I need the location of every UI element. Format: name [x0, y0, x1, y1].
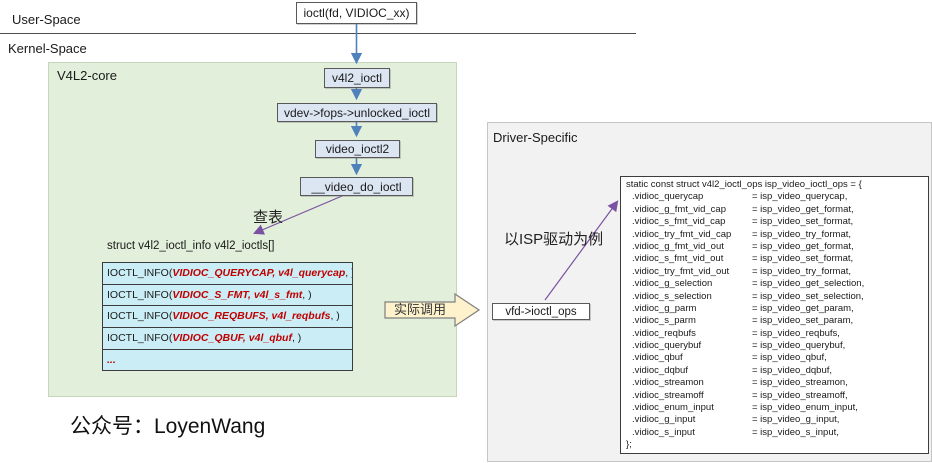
- code-line: .vidioc_try_fmt_vid_cap= isp_video_try_f…: [632, 228, 852, 240]
- unlocked-ioctl-node: vdev->fops->unlocked_ioctl: [277, 103, 437, 122]
- code-line: .vidioc_s_fmt_vid_cap= isp_video_set_for…: [632, 216, 854, 228]
- code-line: .vidioc_enum_input= isp_video_enum_input…: [632, 402, 858, 414]
- driver-code-block: static const struct v4l2_ioctl_ops isp_v…: [620, 176, 929, 454]
- code-line: .vidioc_streamon= isp_video_streamon,: [632, 377, 848, 389]
- ioctl-entry-node: ioctl(fd, VIDIOC_xx): [296, 2, 417, 24]
- kernel-space-label: Kernel-Space: [8, 41, 87, 56]
- code-line: .vidioc_s_input= isp_video_s_input,: [632, 426, 839, 438]
- table-row: IOCTL_INFO(VIDIOC_S_FMT, v4l_s_fmt, ): [103, 285, 352, 307]
- code-line: .vidioc_g_fmt_vid_out= isp_video_get_for…: [632, 240, 854, 252]
- actual-call-label: 实际调用: [393, 302, 446, 317]
- code-line: .vidioc_g_selection= isp_video_get_selec…: [632, 278, 865, 290]
- code-line: .vidioc_querycap= isp_video_querycap,: [632, 191, 848, 203]
- code-line: .vidioc_s_selection= isp_video_set_selec…: [632, 290, 864, 302]
- code-line: .vidioc_querybuf= isp_video_querybuf,: [632, 340, 846, 352]
- code-line: .vidioc_streamoff= isp_video_streamoff,: [632, 389, 848, 401]
- table-row: IOCTL_INFO(VIDIOC_QUERYCAP, v4l_querycap…: [103, 263, 352, 285]
- isp-example-label: 以ISP驱动为例: [504, 231, 604, 248]
- lookup-label: 查表: [253, 209, 284, 226]
- user-space-label: User-Space: [12, 12, 81, 27]
- table-row: ...: [107, 353, 116, 366]
- driver-code-lines: .vidioc_querycap= isp_video_querycap,.vi…: [621, 191, 928, 439]
- code-line: .vidioc_g_input= isp_video_g_input,: [632, 414, 840, 426]
- ioctl-table: IOCTL_INFO(VIDIOC_QUERYCAP, v4l_querycap…: [102, 262, 353, 372]
- code-line: .vidioc_try_fmt_vid_out= isp_video_try_f…: [632, 265, 852, 277]
- video-do-ioctl-node: __video_do_ioctl: [300, 177, 413, 196]
- ioctl-table-title: struct v4l2_ioctl_info v4l2_ioctls[]: [107, 240, 275, 252]
- code-line: .vidioc_qbuf= isp_video_qbuf,: [632, 352, 827, 364]
- table-row: IOCTL_INFO(VIDIOC_REQBUFS, v4l_reqbufs, …: [103, 306, 352, 329]
- code-line: .vidioc_s_parm= isp_video_set_param,: [632, 315, 854, 327]
- video-ioctl2-node: video_ioctl2: [315, 140, 400, 158]
- code-line: .vidioc_g_fmt_vid_cap= isp_video_get_for…: [632, 203, 854, 215]
- code-line: .vidioc_g_parm= isp_video_get_param,: [632, 302, 854, 314]
- code-line: .vidioc_s_fmt_vid_out= isp_video_set_for…: [632, 253, 854, 265]
- code-line: .vidioc_dqbuf= isp_video_dqbuf,: [632, 364, 833, 376]
- v4l2-ioctl-node: v4l2_ioctl: [324, 68, 390, 88]
- watermark-label: 公众号：LoyenWang: [70, 415, 266, 438]
- code-header: static const struct v4l2_ioctl_ops isp_v…: [626, 179, 862, 190]
- code-footer: };: [626, 439, 632, 451]
- driver-specific-label: Driver-Specific: [493, 130, 578, 145]
- code-line: .vidioc_reqbufs= isp_video_reqbufs,: [632, 327, 840, 339]
- vfd-ioctl-ops-node: vfd->ioctl_ops: [492, 303, 590, 320]
- user-kernel-divider: [0, 33, 636, 34]
- v4l2-core-label: V4L2-core: [57, 68, 117, 83]
- ioctl-table-rows: IOCTL_INFO(VIDIOC_QUERYCAP, v4l_querycap…: [103, 263, 352, 370]
- table-row: IOCTL_INFO(VIDIOC_QBUF, v4l_qbuf, ): [103, 328, 352, 350]
